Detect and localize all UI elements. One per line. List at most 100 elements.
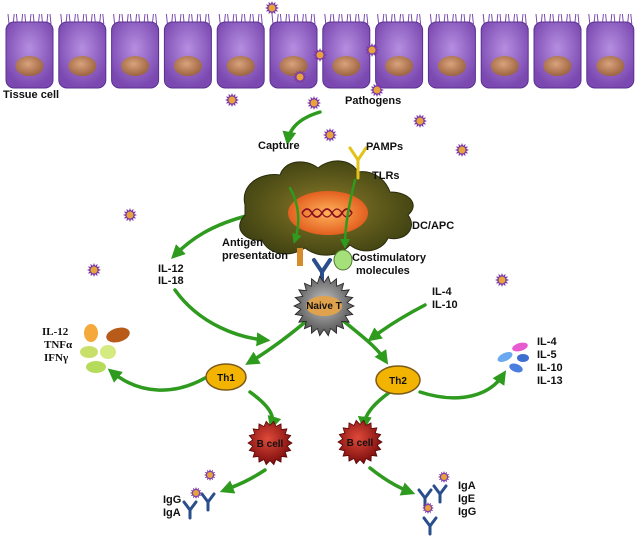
antibody [417,488,433,508]
th1-cytokine-1: TNFα [44,339,73,351]
th2-cytokine-2: IL-10 [537,362,563,374]
tissue-nucleus [173,56,202,76]
pathogen [323,128,337,142]
pathogen [370,83,384,97]
dc-inner-arrows [288,178,357,249]
tissue-cell [58,13,107,89]
costimulatory-molecule [333,249,353,271]
antigen-label: Antigen [222,237,263,249]
tissue-cell [480,13,529,89]
pathogens-label: Pathogens [345,95,401,107]
antibody-left-1: IgA [163,507,181,519]
presentation-label: presentation [222,250,288,262]
antibody-right-0: IgA [458,480,476,492]
pathogen [293,70,307,84]
il18-left-label: IL-18 [158,275,184,287]
pathogen [87,263,101,277]
tissue-cell [586,13,635,89]
th2-node: Th2 [375,365,421,395]
naive-t-cell: Naive T [293,275,355,337]
tissue-nucleus [385,56,414,76]
il4-to-th2-arrow [367,303,427,342]
pathogen [265,1,279,15]
tissue-cell [163,13,212,89]
tissue-nucleus [543,56,572,76]
pathogen [204,469,216,481]
naive-to-th2-arrow [338,316,389,365]
pathogen [495,273,509,287]
tissue-cell [269,13,318,89]
pathogen [225,93,239,107]
tissue-nucleus [596,56,625,76]
tlrs-label: TLRs [372,170,400,182]
th2-cytokine-0: IL-4 [537,336,557,348]
th1-cytokine-blobs [80,324,130,373]
capture-arrow [282,110,322,146]
pathogen [413,114,427,128]
bcell-left-to-ab-arrow [219,468,267,494]
tissue-cell [5,13,54,89]
antibody [422,516,438,536]
text-labels: Tissue cell Pathogens Capture PAMPs TLRs… [3,89,563,519]
il12-left-label: IL-12 [158,263,184,275]
antibody-left-0: IgG [163,494,181,506]
molecules-label: molecules [356,265,410,277]
b-cell-right: B cell [337,419,383,465]
naive-t-nucleus [306,296,342,316]
antibody [182,500,198,520]
tissue-nucleus [279,56,308,76]
antibody-group [182,469,450,536]
pathogen [123,208,137,222]
b-cell-left: B cell [247,420,293,466]
il12-to-th1-arrow [173,288,271,347]
pathogen [190,487,202,499]
b-cell-right-label: B cell [347,438,374,449]
th2-cytokine-1: IL-5 [537,349,557,361]
tissue-nucleus [332,56,361,76]
th2-to-cytokines-arrow [418,370,507,400]
antibody [200,492,216,512]
tissue-cell [533,13,582,89]
tissue-cell [427,13,476,89]
pathogen [313,48,327,62]
tissue-cell-label: Tissue cell [3,89,59,101]
antibody-right-2: IgG [458,506,476,518]
naive-to-th1-arrow [245,316,312,365]
antibody [432,484,448,504]
th1-label: Th1 [217,373,235,384]
tissue-nucleus [490,56,519,76]
tissue-cell [375,13,424,89]
pathogen [455,143,469,157]
il10-mid-label: IL-10 [432,299,458,311]
tissue-nucleus [121,56,150,76]
th1-node: Th1 [205,363,247,391]
antibody-right-1: IgE [458,493,475,505]
naive-t-label: Naive T [306,301,342,312]
th1-cytokine-0: IL-12 [42,326,69,338]
pathogen [422,502,434,514]
tissue-cell-layer [5,13,635,89]
pathogen [438,471,450,483]
th2-label: Th2 [389,376,407,387]
bcell-right-to-ab-arrow [368,466,416,496]
il4-mid-label: IL-4 [432,286,452,298]
pamps-label: PAMPs [366,141,403,153]
th1-to-cytokines-arrow [107,368,207,392]
tissue-nucleus [226,56,255,76]
th1-to-bcell-arrow [248,390,282,431]
pathogen [365,43,379,57]
dc-nucleus [288,191,368,235]
dc-to-il12-arrow [171,213,252,259]
capture-label: Capture [258,140,300,152]
dna-strand [301,208,353,218]
th2-cytokine-blobs [497,342,529,373]
tlr-receptor [348,146,368,180]
b-cell-left-label: B cell [257,439,284,450]
tissue-cell [322,13,371,89]
mhc-molecule [297,248,303,266]
tissue-nucleus [437,56,466,76]
dc-apc-label: DC/APC [412,220,454,232]
th2-to-bcell-arrow [357,390,392,431]
